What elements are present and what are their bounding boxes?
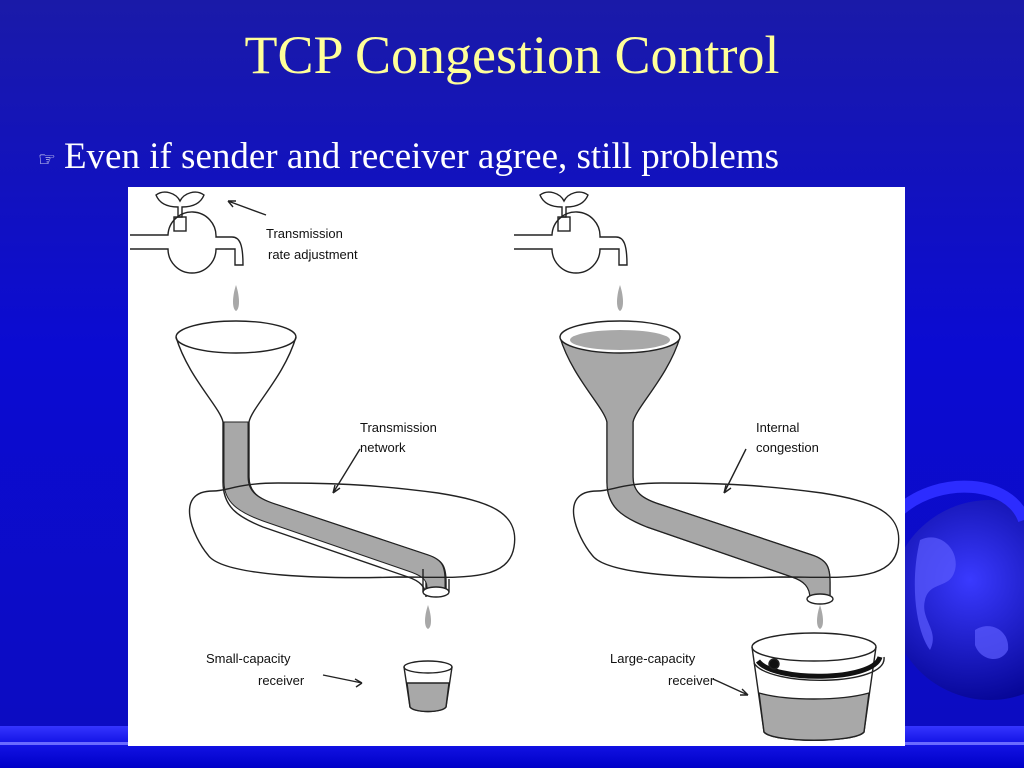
bullet-point: ☞ Even if sender and receiver agree, sti… xyxy=(38,134,779,178)
right-network-label-line1: Internal xyxy=(756,420,799,435)
slide-title: TCP Congestion Control xyxy=(244,25,780,85)
right-network-label-line2: congestion xyxy=(756,440,819,455)
left-network-label-line2: network xyxy=(360,440,406,455)
left-network-label-line1: Transmission xyxy=(360,420,437,435)
congestion-diagram: Transmission rate adjustment Transmissio… xyxy=(128,187,905,746)
pointing-hand-icon: ☞ xyxy=(38,148,56,171)
tap-label-line1: Transmission xyxy=(266,226,343,241)
small-receiver-label-line1: Small-capacity xyxy=(206,651,291,666)
tap-label-line2: rate adjustment xyxy=(268,247,358,262)
right-drop xyxy=(617,285,623,311)
bullet-text: Even if sender and receiver agree, still… xyxy=(63,135,779,177)
right-funnel xyxy=(559,320,831,600)
left-network-blob xyxy=(188,482,516,579)
large-receiver-bucket xyxy=(751,632,885,741)
large-receiver-label-line1: Large-capacity xyxy=(610,651,696,666)
left-drop xyxy=(233,285,239,311)
left-tap-icon xyxy=(130,191,244,274)
right-tap-icon xyxy=(514,191,628,274)
globe-icon xyxy=(890,480,1024,700)
large-receiver-label-line2: receiver xyxy=(668,673,715,688)
left-drop-2 xyxy=(425,605,431,629)
right-network-blob xyxy=(572,482,900,579)
small-receiver-cup xyxy=(403,660,453,713)
small-receiver-label-line2: receiver xyxy=(258,673,305,688)
right-drop-2 xyxy=(817,605,823,629)
left-pipe-fluid xyxy=(223,421,446,593)
